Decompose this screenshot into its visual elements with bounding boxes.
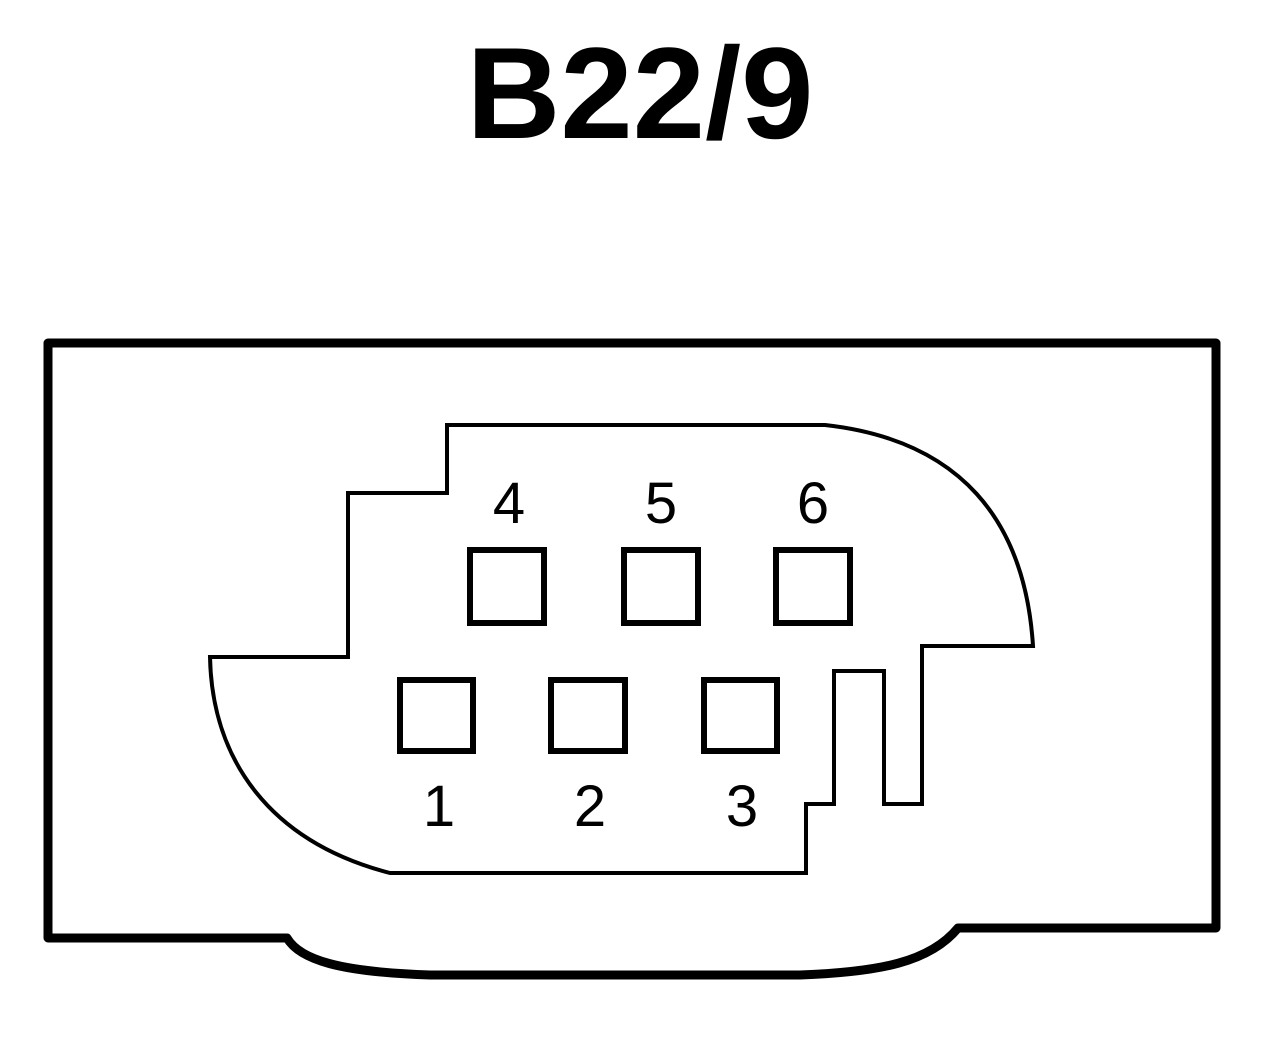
pin-3-label: 3 bbox=[726, 774, 758, 839]
pin-5-label: 5 bbox=[645, 471, 677, 536]
pin-6-label: 6 bbox=[797, 471, 829, 536]
connector-face-outline bbox=[207, 423, 1036, 875]
pin-4-label: 4 bbox=[493, 471, 525, 536]
pin-2-cavity bbox=[548, 677, 628, 754]
pin-1-label: 1 bbox=[423, 774, 455, 839]
pin-4-cavity bbox=[467, 547, 547, 626]
pin-6-cavity bbox=[773, 547, 853, 626]
pin-1-cavity bbox=[397, 677, 476, 754]
pin-5-cavity bbox=[621, 547, 701, 626]
connector-title: B22/9 bbox=[466, 20, 814, 166]
pin-3-cavity bbox=[701, 677, 780, 754]
pin-2-label: 2 bbox=[574, 774, 606, 839]
connector-housing-outline bbox=[43, 338, 1221, 980]
